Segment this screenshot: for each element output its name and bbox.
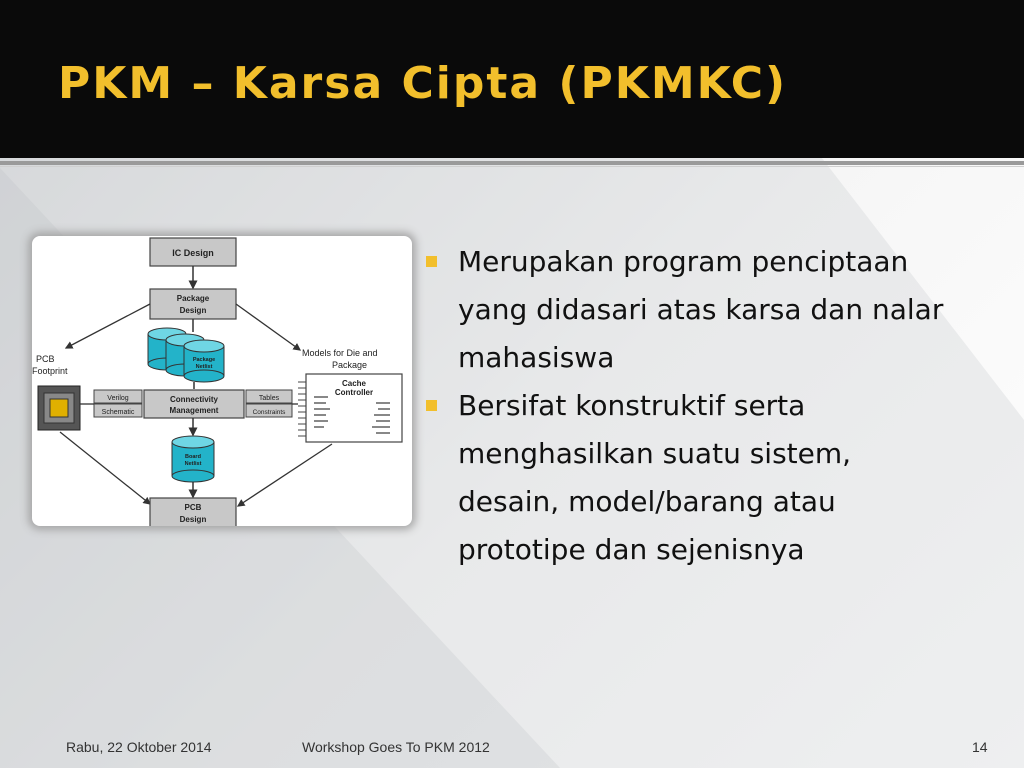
arrow-models-pcb: [236, 443, 333, 507]
ic-design-label: IC Design: [172, 248, 214, 258]
bullet-item: Merupakan program penciptaan yang didasa…: [420, 238, 958, 382]
slide-number: 14: [972, 739, 988, 755]
pcb-footprint-label-1: PCB: [36, 354, 55, 364]
chip-icon: [37, 385, 81, 431]
title-divider: [0, 161, 1024, 165]
square-bullet-icon: [426, 400, 437, 411]
verilog-label: Verilog: [107, 395, 129, 402]
pcb-design-label-1: PCB: [185, 503, 202, 512]
cache-label-2: Controller: [335, 388, 373, 397]
cache-controller-chip-icon: [298, 373, 403, 443]
slide-title: PKM – Karsa Cipta (PKMKC): [58, 58, 788, 109]
bullet-text: Bersifat konstruktif serta menghasilkan …: [458, 389, 852, 566]
schematic-box: [93, 403, 143, 418]
constraints-label: Constraints: [253, 409, 287, 416]
pcb-design-label-2: Design: [180, 515, 207, 524]
pcb-footprint-label-2: Footprint: [32, 366, 68, 376]
title-divider-thin: [0, 166, 1024, 167]
package-netlist-database-icon: [147, 327, 225, 383]
arrow-package-footprint: [64, 303, 151, 349]
verilog-box: [93, 389, 143, 404]
bullet-item: Bersifat konstruktif serta menghasilkan …: [420, 382, 958, 574]
schematic-label: Schematic: [102, 409, 135, 416]
title-bar: [0, 0, 1024, 158]
package-design-label-1: Package: [177, 294, 210, 303]
package-netlist-label-1: Package: [193, 357, 215, 363]
tables-label: Tables: [259, 395, 280, 402]
bullet-text: Merupakan program penciptaan yang didasa…: [458, 245, 944, 374]
diagram-svg: IC Design Package Design Package Netlist: [32, 237, 403, 526]
package-design-box: [149, 288, 237, 320]
models-label-1: Models for Die and: [302, 348, 378, 358]
bullet-list: Merupakan program penciptaan yang didasa…: [420, 238, 1000, 574]
square-bullet-icon: [426, 256, 437, 267]
connectivity-label-2: Management: [170, 406, 219, 415]
design-flow-diagram: IC Design Package Design Package Netlist: [32, 236, 412, 526]
tables-box: [245, 389, 293, 404]
package-design-label-2: Design: [180, 306, 207, 315]
connectivity-label-1: Connectivity: [170, 395, 219, 404]
constraints-box: [245, 403, 293, 418]
package-netlist-label-2: Netlist: [196, 364, 213, 370]
connectivity-management-box: [143, 389, 245, 419]
board-netlist-label-2: Netlist: [185, 461, 202, 467]
footer-date: Rabu, 22 Oktober 2014: [66, 739, 212, 755]
arrow-package-models: [235, 303, 302, 351]
arrow-footprint-pcb: [59, 431, 152, 505]
board-netlist-label-1: Board: [185, 454, 201, 460]
cache-label-1: Cache: [342, 379, 367, 388]
footer-event: Workshop Goes To PKM 2012: [302, 739, 490, 755]
models-label-2: Package: [332, 360, 367, 370]
pcb-design-box: [149, 497, 237, 526]
